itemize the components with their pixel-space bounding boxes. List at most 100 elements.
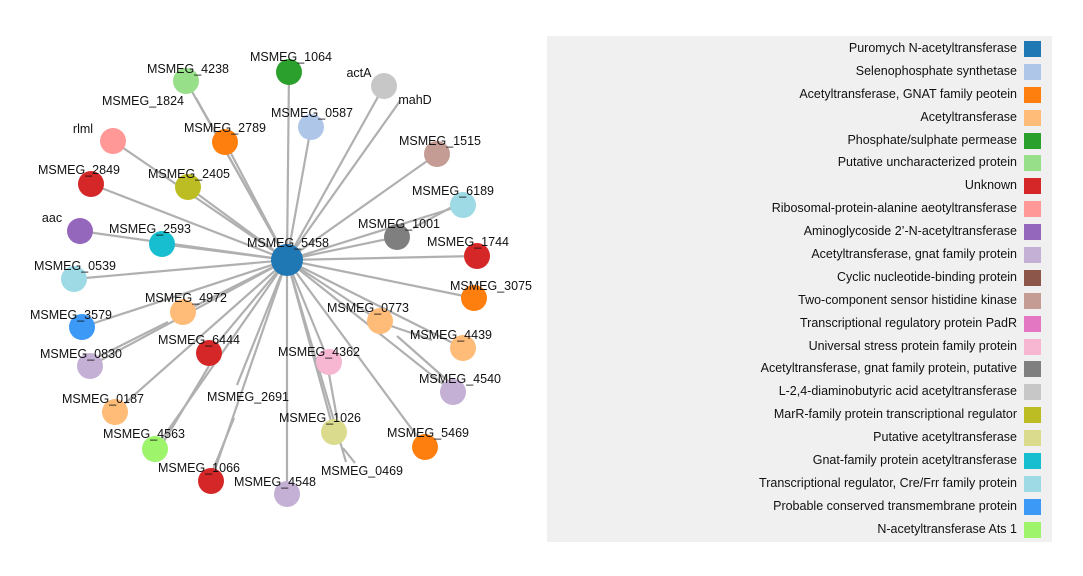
legend-label: L-2,4-diaminobutyric acid acetyltransfer… [778,384,1017,399]
edge-msmeg-3075 [286,258,475,300]
legend-label: Transcriptional regulatory protein PadR [799,315,1017,330]
node-label-msmeg-1515: MSMEG_1515 [399,134,481,148]
node-label-msmeg-3075: MSMEG_3075 [450,279,532,293]
node-msmeg-0539[interactable] [61,266,87,292]
legend-label: Phosphate/sulphate permease [847,132,1017,147]
legend-swatch [1024,201,1041,218]
legend-label: Universal stress protein family protein [808,338,1017,353]
node-msmeg-0587[interactable] [298,114,324,140]
node-msmeg-1515[interactable] [424,141,450,167]
edges [73,71,478,494]
network-diagram: MSMEG_1064actAmahDMSMEG_4238MSMEG_1824MS… [30,50,532,507]
legend-item: Acetyltransferase, gnat family protein, … [547,358,1052,381]
legend-swatch [1024,247,1041,264]
node-msmeg-4439[interactable] [450,335,476,361]
node-msmeg-6444[interactable] [196,340,222,366]
node-msmeg-1001[interactable] [384,224,410,250]
legend-label: Selenophosphate synthetase [855,63,1017,78]
edge-msmeg-2849 [90,182,288,262]
legend-label: Acetyltransferase, gnat family protein, … [760,361,1017,376]
node-msmeg-1026[interactable] [321,419,347,445]
node-msmeg-1744[interactable] [464,243,490,269]
legend-label: Ribosomal-protein-alanine aeotyltransfer… [771,201,1017,216]
legend-swatch [1024,521,1041,538]
legend-swatch [1024,407,1041,424]
node-msmeg-1064[interactable] [276,59,302,85]
node-label-msmeg-4563: MSMEG_4563 [103,427,185,441]
node-label-msmeg-5469: MSMEG_5469 [387,426,469,440]
legend-item: Ribosomal-protein-alanine aeotyltransfer… [547,198,1052,221]
node-msmeg-4563[interactable] [142,436,168,462]
legend-swatch [1024,132,1041,149]
legend-label: Acetyltransferase [920,109,1017,124]
node-msmeg-3579[interactable] [69,314,95,340]
node-msmeg-2849[interactable] [78,171,104,197]
node-label-rlml: rlml [73,122,93,136]
node-msmeg-6189[interactable] [450,192,476,218]
node-msmeg-4548[interactable] [274,481,300,507]
node-label-msmeg-6189: MSMEG_6189 [412,184,494,198]
edge-msmeg-2789 [224,141,288,261]
legend-swatch [1024,453,1041,470]
node-label-msmeg-4972: MSMEG_4972 [145,291,227,305]
edge-msmeg-0187 [114,259,288,413]
edge-rlml [112,140,288,261]
node-msmeg-4972[interactable] [170,299,196,325]
edge-msmeg-1744 [286,254,478,262]
legend-item: Aminoglycoside 2’-N-acetyltransferase [547,221,1052,244]
node-label-msmeg-4439: MSMEG_4439 [410,328,492,342]
node-label-msmeg-0830: MSMEG_0830 [40,347,122,361]
node-label-acta: actA [346,66,372,80]
edge-secondary [342,447,356,464]
node-msmeg-0187[interactable] [102,399,128,425]
edge-msmeg-3579 [81,258,288,329]
legend-label: Gnat-family protein acetyltransferase [812,453,1017,468]
node-label-msmeg-2691: MSMEG_2691 [207,390,289,404]
node-msmeg-4238[interactable] [173,68,199,94]
node-msmeg-2593[interactable] [149,231,175,257]
legend-item: Phosphate/sulphate permease [547,130,1052,153]
legend-swatch [1024,155,1041,172]
node-msmeg-4362[interactable] [316,349,342,375]
edge-msmeg-0539 [73,258,288,281]
legend-swatch [1024,63,1041,80]
legend-label: Probable conserved transmembrane protein [773,498,1017,513]
legend-item: Acetyltransferase [547,107,1052,130]
node-label-msmeg-4548: MSMEG_4548 [234,475,316,489]
legend-item: Putative uncharacterized protein [547,152,1052,175]
legend-swatch [1024,475,1041,492]
node-msmeg-0773[interactable] [367,308,393,334]
legend-swatch [1024,41,1041,57]
hub-node[interactable] [271,244,303,276]
legend-item: Acetyltransferase, GNAT family peotein [547,84,1052,107]
node-msmeg-2405[interactable] [175,174,201,200]
node-msmeg-0830[interactable] [77,353,103,379]
node-label-msmeg-1744: MSMEG_1744 [427,235,509,249]
node-msmeg-1066[interactable] [198,468,224,494]
legend-item: Probable conserved transmembrane protein [547,496,1052,519]
edge-secondary [327,373,339,419]
node-msmeg-2789[interactable] [212,129,238,155]
edge-msmeg-1515 [286,153,438,261]
node-rlml[interactable] [100,128,126,154]
node-label-msmeg-2849: MSMEG_2849 [38,163,120,177]
node-label-msmeg-2789: MSMEG_2789 [184,121,266,135]
node-aac[interactable] [67,218,93,244]
legend-swatch [1024,361,1041,378]
node-label-msmeg-1066: MSMEG_1066 [158,461,240,475]
edge-msmeg-6444 [208,259,288,354]
legend-swatch [1024,384,1041,401]
legend-swatch [1024,178,1041,195]
node-msmeg-4540[interactable] [440,379,466,405]
legend-item: Transcriptional regulator, Cre/Frr famil… [547,473,1052,496]
node-label-msmeg-1064: MSMEG_1064 [250,50,332,64]
node-label-msmeg-1824: MSMEG_1824 [102,94,184,108]
node-msmeg-5469[interactable] [412,434,438,460]
legend-item: Puromych N-acetyltransferase [547,38,1052,61]
legend-label: Cyclic nucleotide-binding protein [837,269,1017,284]
node-msmeg-3075[interactable] [461,285,487,311]
node-label-msmeg-4362: MSMEG_4362 [278,345,360,359]
node-acta[interactable] [371,73,397,99]
edge-msmeg-0773 [286,259,381,322]
